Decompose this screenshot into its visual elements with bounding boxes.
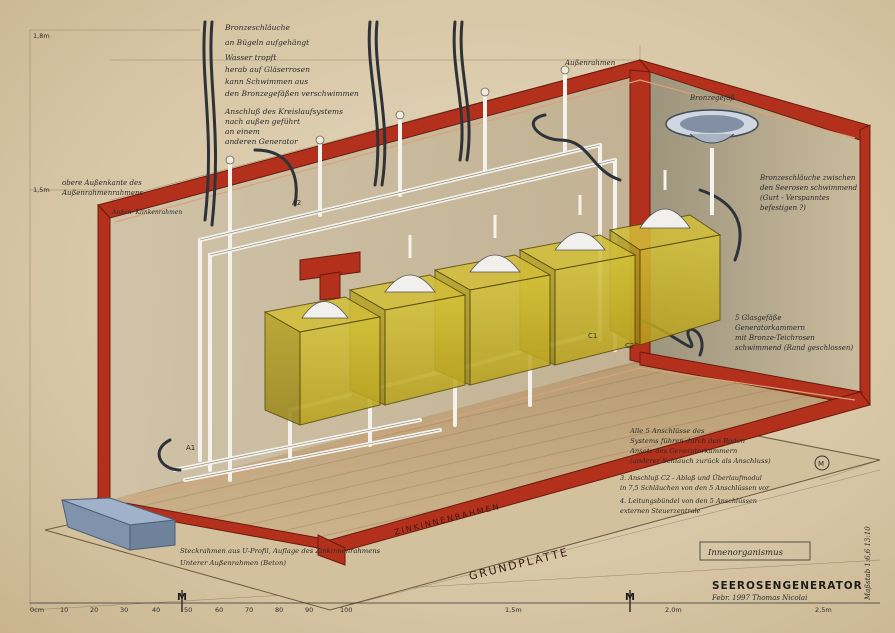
construction-lines (29, 29, 881, 611)
scale-tick: 70 (245, 606, 253, 614)
scale-bar: M M 0cm 10 20 30 40 50 60 70 80 90 100 1… (30, 590, 880, 614)
scale-tick: 90 (305, 606, 313, 614)
note-line: obere Außenkante des (62, 179, 142, 187)
scale-tick: 0cm (30, 606, 44, 614)
annotation-right: Bronzeschläuche zwischen den Seerosen sc… (759, 174, 858, 212)
note-line: Generatorkammern (735, 324, 805, 332)
note-line: den Bronzegefäßen verschwimmen (225, 89, 359, 98)
note-line: externen Steuerzentrale (620, 507, 701, 515)
glass-chamber-1 (263, 296, 382, 426)
ruler-top-label: 1,8m (33, 32, 50, 40)
note-line: Bronzeschläuche zwischen (759, 174, 856, 182)
ruler-mid-label: 1,5m (33, 186, 50, 194)
note-line: Unterer Außenrahmen (Beton) (180, 559, 286, 567)
pipe-outline (174, 144, 616, 481)
fitting-labels: A1 A2 C1 C2 (186, 199, 634, 452)
glass-chambers (263, 214, 722, 426)
stamp-text: M (818, 460, 824, 468)
note-line: (anderer Schlauch zurück als Anschluss) (630, 457, 771, 465)
annotation-left-side: obere Außenkante des Außenrahmenrahmens … (61, 179, 182, 216)
fitting-label: C2 (625, 342, 634, 350)
annotation-bottom-left: Steckrahmen aus U-Profil, Auflage des Zi… (180, 547, 381, 567)
note-line: 4. Leitungsbündel von den 5 Anschlüssen (619, 497, 757, 505)
drawing-subtitle: Febr. 1997 Thomas Nicolai (711, 594, 807, 602)
note-line: kann Schwimmen aus (225, 77, 308, 86)
note-top-right: Außenrahmen (564, 59, 616, 67)
note-line: (Gurt - Verspanntes (760, 194, 830, 202)
pipe-tops (225, 65, 570, 165)
box-label: Innenorganismus (707, 548, 784, 558)
note-right-top: Bronzegefäß (689, 94, 735, 102)
scale-tick: 100 (340, 606, 352, 614)
scale-note: Maßstab 1:6,6 13:10 (864, 526, 872, 601)
floor-texture (110, 360, 860, 545)
title-block: Innenorganismus SEEROSENGENERATOR Febr. … (699, 526, 872, 602)
note-line: Bronzeschläuche (224, 23, 290, 32)
note-line: Anschluß des Kreislaufsystems (224, 107, 343, 116)
note-line: Systems führen durch den Boden (630, 437, 745, 445)
note-line: an einem (225, 127, 260, 136)
scale-tick: 60 (215, 606, 223, 614)
scale-tick: 80 (275, 606, 283, 614)
note-line: nach außen geführt (225, 117, 301, 126)
note-line: Steckrahmen aus U-Profil, Auflage des Zi… (180, 547, 381, 555)
scale-tick: 30 (120, 606, 128, 614)
scale-tick: 1,5m (505, 606, 522, 614)
note-line: Wasser tropft (225, 53, 277, 62)
fitting-label: A2 (292, 199, 301, 207)
scale-tick: 2,5m (815, 606, 832, 614)
scale-tick: 40 (152, 606, 160, 614)
note-line: Ansatz des Generatorkammern (629, 447, 737, 455)
note-line: 5 Glasgefäße (735, 314, 781, 322)
note-line: 3. Anschluß C2 - Ablaß und Überlaufmodul (620, 473, 762, 482)
scale-tick: 2,0m (665, 606, 682, 614)
scale-marker-left: M (177, 592, 188, 603)
scale-tick: 50 (184, 606, 192, 614)
red-t-block (299, 251, 361, 301)
note-line: anderen Generator (225, 137, 298, 146)
annotation-lower: 3. Anschluß C2 - Ablaß und Überlaufmodul… (619, 473, 770, 515)
fitting-label: C1 (588, 332, 597, 340)
overflow-tray (61, 497, 176, 551)
hoses (157, 20, 742, 472)
stamp-circle (814, 455, 830, 471)
note-line: befestigen ?) (760, 204, 806, 212)
bronze-dish (665, 109, 759, 215)
dome-stems (408, 170, 667, 258)
note-line: schwimmend (Rand geschlossen) (735, 344, 853, 352)
outer-frame (96, 59, 871, 566)
fitting-label: A1 (186, 444, 195, 452)
scale-tick: 20 (90, 606, 98, 614)
note-line: Alle 5 Anschlüsse des (629, 427, 705, 435)
scale-tick: 10 (60, 606, 68, 614)
note-line: an Bügeln aufgehängt (225, 38, 310, 47)
note-line: Außen- Klinkenrahmen (111, 209, 182, 216)
annotation-right-mid: 5 Glasgefäße Generatorkammern mit Bronze… (735, 314, 853, 352)
note-line: den Seerosen schwimmend (760, 184, 858, 192)
annotation-anschluss: Anschluß des Kreislaufsystems nach außen… (224, 107, 343, 146)
note-line: herab auf Gläserrosen (225, 65, 310, 74)
drawing-title: SEEROSENGENERATOR (712, 580, 863, 592)
note-line: mit Bronze-Teichrosen (735, 334, 815, 342)
note-line: in 7,5 Schläuchen von den 5 Anschlüssen … (620, 484, 770, 492)
annotation-center: Alle 5 Anschlüsse des Systems führen dur… (629, 427, 771, 465)
lily-domes (301, 208, 691, 319)
scale-marker-right: M (625, 592, 636, 603)
note-line: Außenrahmenrahmens (61, 189, 144, 197)
annotation-top-left: Bronzeschläuche an Bügeln aufgehängt Was… (224, 23, 359, 98)
